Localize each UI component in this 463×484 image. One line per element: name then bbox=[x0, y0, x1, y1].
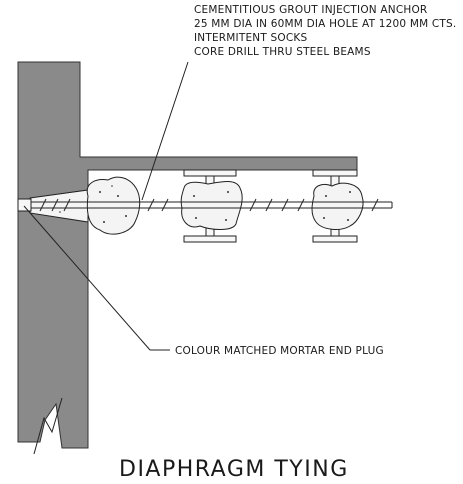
grout-aggregate bbox=[59, 185, 351, 223]
leader-anchor bbox=[141, 61, 189, 201]
break-line bbox=[33, 397, 63, 455]
leader-end-plug bbox=[23, 205, 151, 351]
mortar-end-plug bbox=[17, 198, 32, 212]
grout-sock-2 bbox=[180, 181, 243, 230]
masonry-wall-and-slab bbox=[17, 61, 358, 449]
anchor-note-line-3: INTERMITENT SOCKS bbox=[194, 32, 307, 44]
anchor-note-line-4: CORE DRILL THRU STEEL BEAMS bbox=[194, 46, 371, 58]
grout-sock-1 bbox=[86, 176, 141, 235]
anchor-note-line-2: 25 MM DIA IN 60MM DIA HOLE AT 1200 MM CT… bbox=[194, 18, 456, 30]
grout-sock-3 bbox=[311, 182, 364, 230]
steel-beam-2 bbox=[311, 169, 364, 243]
drawing-caption: DIAPHRAGM TYING bbox=[119, 457, 349, 482]
anchor-note-line-1: CEMENTITIOUS GROUT INJECTION ANCHOR bbox=[194, 4, 427, 16]
anchor-hatching bbox=[39, 198, 379, 212]
steel-beam-1 bbox=[180, 169, 243, 243]
end-plug-note: COLOUR MATCHED MORTAR END PLUG bbox=[175, 345, 384, 357]
anchor-bar bbox=[31, 201, 393, 209]
